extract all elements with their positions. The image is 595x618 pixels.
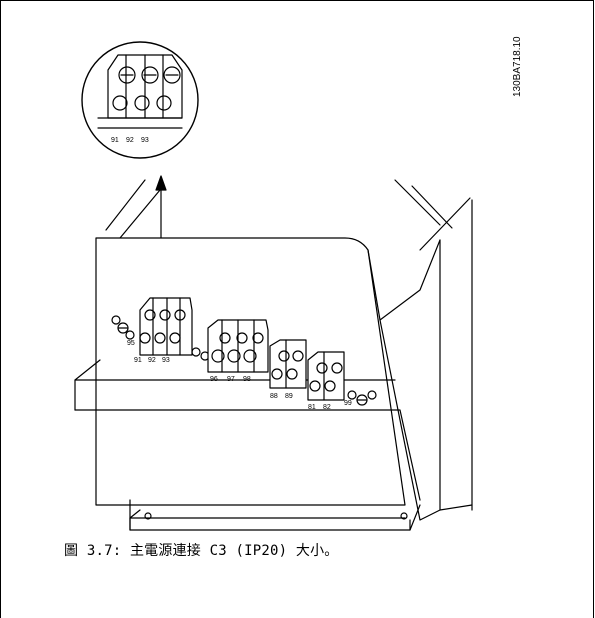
terminal-98-label: 98 (243, 376, 251, 383)
detail-terminal-92: 92 (126, 137, 134, 144)
figure-caption: 圖 3.7: 主電源連接 C3 (IP20) 大小。 (64, 543, 339, 559)
detail-magnifier: 91 92 93 (81, 41, 199, 159)
terminal-99-label: 99 (344, 400, 352, 407)
terminal-88-label: 88 (270, 393, 278, 400)
document-id: 130BA718.10 (512, 36, 523, 97)
ground-terminal-right: 99 (344, 390, 377, 407)
terminal-93-label: 93 (162, 357, 170, 364)
dc-terminal-block: 88 89 (269, 339, 307, 400)
terminal-95-label: 95 (127, 340, 135, 347)
ground-terminal-left: 95 (111, 315, 135, 347)
terminal-97-label: 97 (227, 376, 235, 383)
terminal-81-label: 81 (308, 404, 316, 411)
brake-terminal-block: 81 82 (307, 351, 345, 411)
terminal-92-label: 92 (148, 357, 156, 364)
terminal-91-label: 91 (134, 357, 142, 364)
mains-terminal-block: 91 92 93 (134, 297, 193, 364)
terminal-82-label: 82 (323, 404, 331, 411)
motor-terminal-block: 96 97 98 (207, 319, 269, 383)
detail-terminal-91: 91 (111, 137, 119, 144)
terminal-89-label: 89 (285, 393, 293, 400)
detail-terminal-93: 93 (141, 137, 149, 144)
terminal-96-label: 96 (210, 376, 218, 383)
